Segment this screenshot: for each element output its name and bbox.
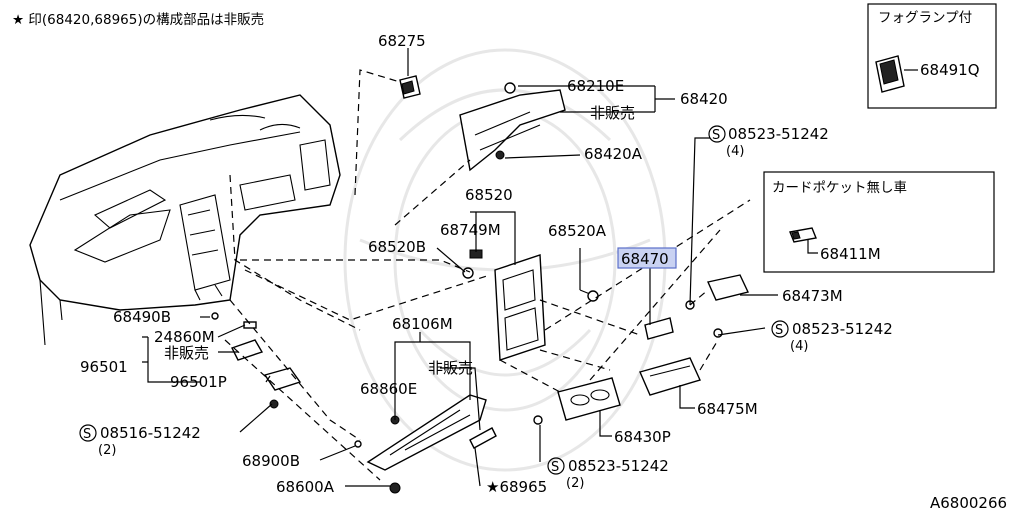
part-labels: 68275 68210E 68420 非販売 68420A S 08523-51… (79, 32, 1007, 512)
part-68430P-drawing (533, 377, 621, 425)
inset-card-title: カードポケット無し車 (772, 180, 907, 196)
diagram-code: A6800266 (930, 494, 1007, 511)
part-label-68749M[interactable]: 68749M (440, 221, 501, 239)
part-label-08523-top[interactable]: 08523-51242 (728, 125, 829, 143)
part-label-08523-bottom[interactable]: 08523-51242 (568, 457, 669, 475)
part-label-68411M[interactable]: 68411M (820, 245, 881, 263)
part-label-68520B[interactable]: 68520B (368, 238, 426, 256)
part-label-68491Q[interactable]: 68491Q (920, 61, 980, 79)
part-label-68430P[interactable]: 68430P (614, 428, 671, 446)
part-label-96501P[interactable]: 96501P (170, 373, 227, 391)
part-label-68490B[interactable]: 68490B (113, 308, 171, 326)
part-label-68106M[interactable]: 68106M (392, 315, 453, 333)
part-label-96501[interactable]: 96501 (80, 358, 128, 376)
screw-08523-bottom[interactable]: S 08523-51242 (2) (547, 457, 669, 491)
inset-fog-lamp: フォグランプ付 68491Q (867, 3, 997, 109)
part-label-68473M[interactable]: 68473M (782, 287, 843, 305)
part-label-68600A[interactable]: 68600A (276, 478, 335, 496)
highlight-68470 (617, 247, 677, 269)
not-sold-note-mid: 非販売 (428, 359, 473, 377)
part-label-68420A[interactable]: 68420A (584, 145, 643, 163)
not-sold-note-top: 非販売 (590, 104, 635, 122)
quantity-08523-top: (4) (726, 144, 744, 159)
svg-text:S: S (712, 128, 720, 143)
part-label-68275[interactable]: 68275 (378, 32, 426, 50)
screw-08523-top[interactable]: S 08523-51242 (4) (708, 125, 829, 159)
solid-leaders (142, 48, 778, 487)
part-label-08523-right[interactable]: 08523-51242 (792, 320, 893, 338)
part-label-68420[interactable]: 68420 (680, 90, 728, 108)
part-label-68210E[interactable]: 68210E (567, 77, 624, 95)
not-sold-note-left: 非販売 (164, 344, 209, 362)
part-68420-drawing (459, 82, 566, 172)
part-68106M-drawing (354, 394, 497, 494)
quantity-08516: (2) (98, 443, 116, 458)
instrument-panel-drawing (29, 94, 341, 346)
part-label-68520A[interactable]: 68520A (548, 222, 607, 240)
part-68520-drawing (462, 249, 599, 361)
part-label-68470[interactable]: 68470 (621, 250, 669, 268)
part-label-08516[interactable]: 08516-51242 (100, 424, 201, 442)
screw-08516[interactable]: S 08516-51242 (2) (79, 424, 201, 458)
part-68275-drawing (399, 75, 421, 99)
svg-text:S: S (551, 460, 559, 475)
inset-fog-title: フォグランプ付 (878, 10, 972, 26)
part-label-68860E[interactable]: 68860E (360, 380, 417, 398)
part-68475M-drawing (639, 328, 723, 396)
screw-08523-right[interactable]: S 08523-51242 (4) (771, 320, 893, 354)
svg-text:S: S (83, 427, 91, 442)
part-label-24860M[interactable]: 24860M (154, 328, 215, 346)
part-label-68965[interactable]: ★68965 (486, 478, 547, 496)
svg-text:S: S (775, 323, 783, 338)
quantity-08523-bottom: (2) (566, 476, 584, 491)
part-96501-drawing (211, 312, 302, 409)
inset-card-pocket: カードポケット無し車 68411M (763, 171, 995, 273)
quantity-08523-right: (4) (790, 339, 808, 354)
header-note: ★ 印(68420,68965)の構成部品は非販売 (12, 12, 264, 28)
part-label-68475M[interactable]: 68475M (697, 400, 758, 418)
part-label-68900B[interactable]: 68900B (242, 452, 300, 470)
part-label-68520[interactable]: 68520 (465, 186, 513, 204)
